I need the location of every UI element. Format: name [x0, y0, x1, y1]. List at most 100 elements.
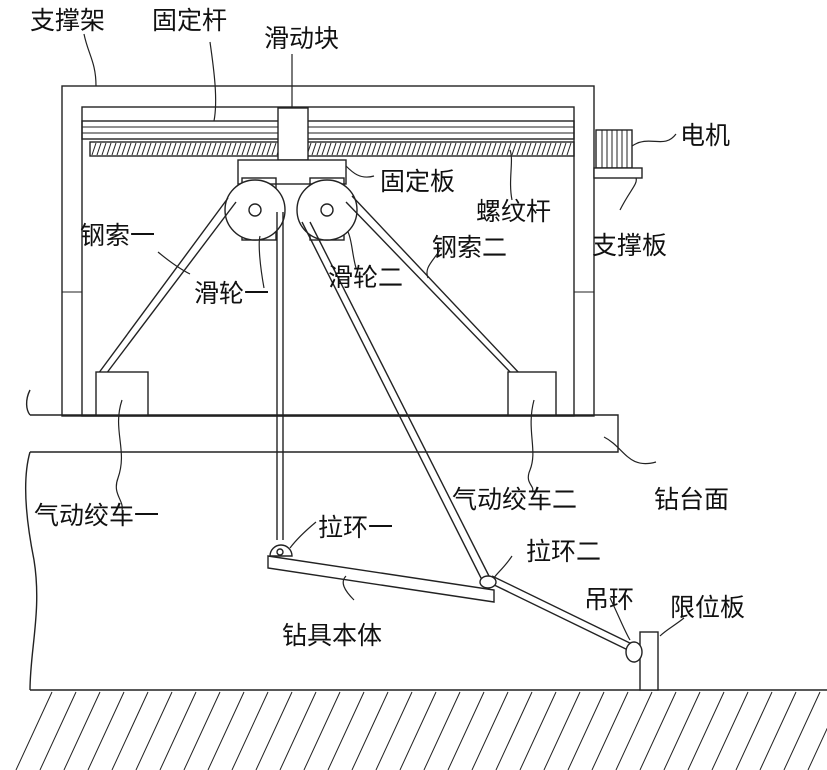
- screw-thread: [406, 142, 412, 156]
- ground-hatch-stroke: [591, 691, 629, 770]
- ground-hatch-stroke: [327, 691, 365, 770]
- ground-hatch-stroke: [15, 691, 53, 770]
- screw-thread: [106, 142, 112, 156]
- label-fixed-rod: 固定杆: [152, 6, 227, 35]
- screw-thread: [191, 142, 197, 156]
- support-plate: [593, 167, 643, 179]
- label-limit-plate: 限位板: [670, 593, 745, 622]
- screw-thread: [161, 142, 167, 156]
- screw-thread: [466, 142, 472, 156]
- screw-thread: [386, 142, 392, 156]
- screw-thread: [111, 142, 117, 156]
- screw-thread: [516, 142, 522, 156]
- screw-thread: [366, 142, 372, 156]
- label-pulley-two: 滑轮二: [328, 263, 403, 292]
- screw-thread: [116, 142, 122, 156]
- screw-thread: [546, 142, 552, 156]
- screw-thread: [501, 142, 507, 156]
- screw-thread: [431, 142, 437, 156]
- screw-thread: [196, 142, 202, 156]
- label-drill-body: 钻具本体: [282, 621, 382, 650]
- limit-plate: [639, 631, 659, 691]
- ground-hatch-stroke: [423, 691, 461, 770]
- ground-hatch-stroke: [207, 691, 245, 770]
- screw-thread: [411, 142, 417, 156]
- pull-ring-one: [269, 544, 293, 557]
- screw-thread: [331, 142, 337, 156]
- screw-thread: [401, 142, 407, 156]
- screw-thread: [271, 142, 277, 156]
- screw-thread: [361, 142, 367, 156]
- ground-hatch-stroke: [471, 691, 509, 770]
- ground-hatch-stroke: [351, 691, 389, 770]
- ground-hatch-stroke: [639, 691, 677, 770]
- cable-one: [97, 197, 237, 375]
- ground-hatching: [15, 691, 827, 770]
- screw-thread: [101, 142, 107, 156]
- screw-thread: [521, 142, 527, 156]
- screw-thread: [201, 142, 207, 156]
- screw-thread: [326, 142, 332, 156]
- ground-hatch-stroke: [663, 691, 701, 770]
- fixed-rod: [81, 120, 575, 140]
- ground-hatch-stroke: [39, 691, 77, 770]
- screw-thread: [456, 142, 462, 156]
- ground-hatch-stroke: [303, 691, 341, 770]
- ground-hatch-stroke: [759, 691, 797, 770]
- label-slide-block: 滑动块: [264, 24, 339, 53]
- screw-thread: [536, 142, 542, 156]
- screw-thread: [341, 142, 347, 156]
- ground-hatch-stroke: [783, 691, 821, 770]
- ground-hatch-stroke: [375, 691, 413, 770]
- slide-block: [277, 107, 309, 161]
- cable-two: [345, 195, 521, 375]
- label-fixed-plate: 固定板: [380, 167, 455, 196]
- screw-thread: [511, 142, 517, 156]
- screw-thread: [256, 142, 262, 156]
- screw-thread: [346, 142, 352, 156]
- ground-hatch-stroke: [135, 691, 173, 770]
- ground-hatch-stroke: [615, 691, 653, 770]
- ground-hatch-stroke: [255, 691, 293, 770]
- ground-hatch-stroke: [63, 691, 101, 770]
- label-lifting-ring: 吊环: [584, 585, 634, 614]
- lower-cable: [301, 221, 637, 653]
- screw-thread: [251, 142, 257, 156]
- screw-thread: [416, 142, 422, 156]
- screw-thread: [441, 142, 447, 156]
- ground-hatch-stroke: [231, 691, 269, 770]
- screw-thread: [421, 142, 427, 156]
- screw-thread: [136, 142, 142, 156]
- ground-hatch-stroke: [159, 691, 197, 770]
- screw-thread: [246, 142, 252, 156]
- pulley-one: [224, 177, 286, 241]
- screw-thread: [141, 142, 147, 156]
- screw-thread: [351, 142, 357, 156]
- drill-floor-platform: [24, 389, 619, 691]
- screw-thread: [121, 142, 127, 156]
- ground-hatch-stroke: [399, 691, 437, 770]
- screw-thread: [496, 142, 502, 156]
- label-winch-one: 气动绞车一: [34, 501, 159, 530]
- ground-hatch-stroke: [183, 691, 221, 770]
- drill-body: [267, 555, 495, 603]
- label-winch-two: 气动绞车二: [452, 485, 577, 514]
- screw-rod: [89, 141, 575, 157]
- screw-thread: [396, 142, 402, 156]
- leader-lines: [83, 33, 685, 641]
- label-motor: 电机: [680, 121, 730, 150]
- screw-thread: [556, 142, 562, 156]
- screw-thread: [131, 142, 137, 156]
- screw-thread: [541, 142, 547, 156]
- screw-thread: [261, 142, 267, 156]
- vertical-cable: [276, 212, 284, 540]
- screw-thread: [236, 142, 242, 156]
- screw-thread: [151, 142, 157, 156]
- lifting-ring: [625, 641, 643, 663]
- screw-thread: [566, 142, 572, 156]
- screw-thread: [96, 142, 102, 156]
- screw-thread: [221, 142, 227, 156]
- ground-hatch-stroke: [567, 691, 605, 770]
- ground-hatch-stroke: [495, 691, 533, 770]
